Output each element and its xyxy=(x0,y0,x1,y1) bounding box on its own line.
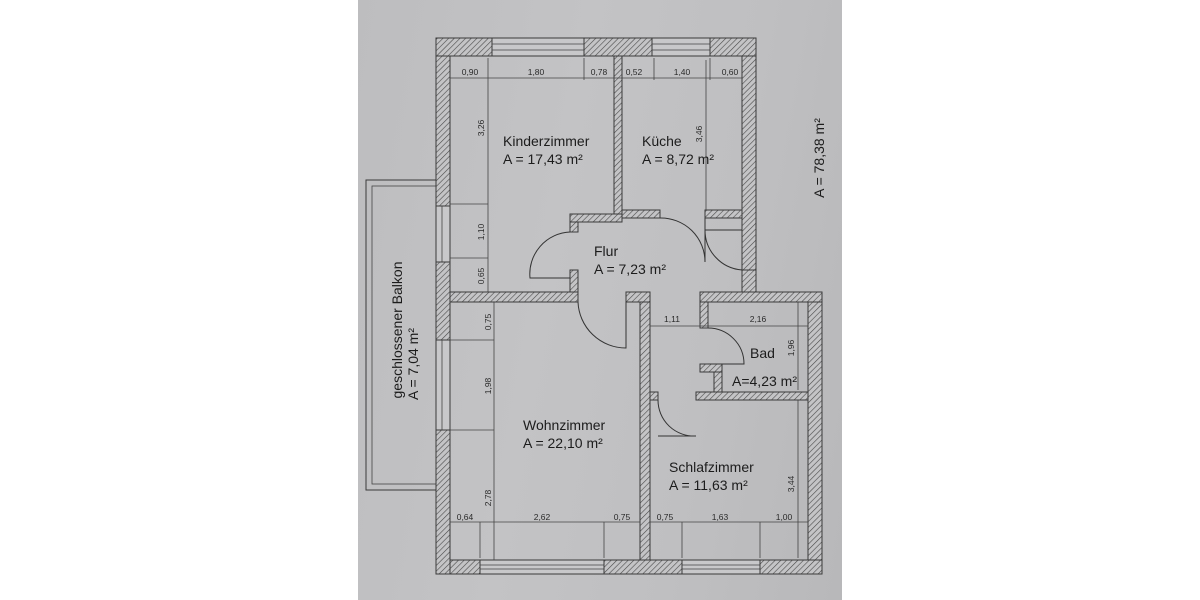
room-area-balkon: A = 7,04 m² xyxy=(405,328,421,400)
dim-schlafzimmer-height: 3,44 xyxy=(786,475,796,492)
floor-plan-drawing: 0,90 1,80 0,78 0,52 1,40 0,60 3,26 1,10 … xyxy=(365,37,827,575)
dim-bottom-3: 0,75 xyxy=(614,512,631,522)
room-area-bad: A=4,23 m² xyxy=(732,373,797,389)
room-name-kueche: Küche xyxy=(642,133,682,149)
room-name-wohnzimmer: Wohnzimmer xyxy=(523,417,606,433)
total-area: A = 78,38 m² xyxy=(811,118,827,198)
dim-bad-width: 2,16 xyxy=(750,314,767,324)
dim-left-4: 0,75 xyxy=(483,313,493,330)
dim-top-4: 0,52 xyxy=(626,67,643,77)
dim-bad-height: 1,96 xyxy=(786,339,796,356)
dim-left-5: 1,98 xyxy=(483,377,493,394)
door-flur-right xyxy=(704,229,743,271)
door-wohnzimmer xyxy=(577,301,627,349)
dimension-labels: 0,90 1,80 0,78 0,52 1,40 0,60 3,26 1,10 … xyxy=(457,67,796,522)
door-kueche xyxy=(659,217,706,263)
dim-top-6: 0,60 xyxy=(722,67,739,77)
dim-bottom-6: 1,00 xyxy=(776,512,793,522)
doors xyxy=(529,217,745,437)
dim-bottom-2: 2,62 xyxy=(534,512,551,522)
room-name-schlafzimmer: Schlafzimmer xyxy=(669,459,754,475)
dim-top-1: 0,90 xyxy=(462,67,479,77)
dim-left-1: 3,26 xyxy=(476,119,486,136)
room-name-flur: Flur xyxy=(594,243,618,259)
room-area-wohnzimmer: A = 22,10 m² xyxy=(523,435,603,451)
dim-bottom-4: 0,75 xyxy=(657,512,674,522)
dim-top-3: 0,78 xyxy=(591,67,608,77)
outer-walls xyxy=(435,37,823,575)
room-name-bad: Bad xyxy=(750,345,775,361)
dimension-lines xyxy=(450,58,808,560)
room-area-kinderzimmer: A = 17,43 m² xyxy=(503,151,583,167)
door-bad xyxy=(707,327,745,365)
dim-bottom-5: 1,63 xyxy=(712,512,729,522)
room-name-kinderzimmer: Kinderzimmer xyxy=(503,133,590,149)
interior-walls xyxy=(449,55,823,561)
dim-kueche-height: 3,46 xyxy=(694,125,704,142)
dim-left-2: 1,10 xyxy=(476,223,486,240)
dim-bad-left: 1,11 xyxy=(664,314,680,324)
room-area-flur: A = 7,23 m² xyxy=(594,261,666,277)
dim-bottom-1: 0,64 xyxy=(457,512,474,522)
room-labels: Kinderzimmer A = 17,43 m² Küche A = 8,72… xyxy=(389,118,827,493)
room-name-balkon: geschlossener Balkon xyxy=(389,262,405,399)
dim-left-6: 2,78 xyxy=(483,489,493,506)
floor-plan-paper: 0,90 1,80 0,78 0,52 1,40 0,60 3,26 1,10 … xyxy=(358,0,842,600)
dim-top-5: 1,40 xyxy=(674,67,691,77)
dim-top-2: 1,80 xyxy=(528,67,545,77)
room-area-kueche: A = 8,72 m² xyxy=(642,151,714,167)
door-schlafzimmer xyxy=(657,399,697,437)
room-area-schlafzimmer: A = 11,63 m² xyxy=(669,477,748,493)
door-kinderzimmer xyxy=(529,231,571,279)
dim-left-3: 0,65 xyxy=(476,267,486,284)
